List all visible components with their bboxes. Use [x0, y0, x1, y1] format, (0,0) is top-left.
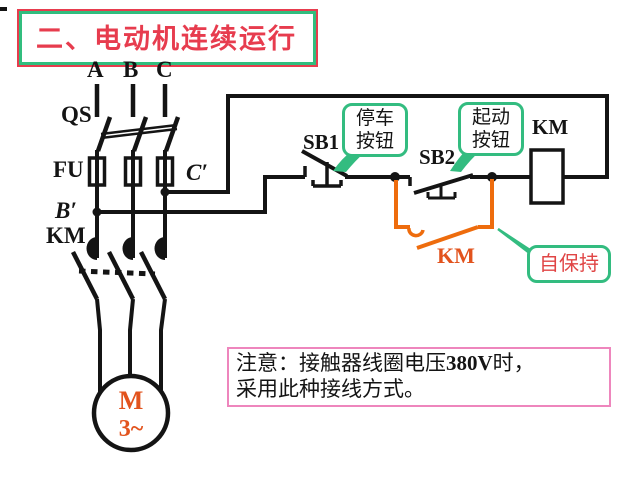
km-main-label: KM: [46, 223, 86, 248]
contact-pad-b: [122, 237, 133, 260]
note-line2: 采用此种接线方式。: [236, 377, 425, 401]
page-title: 二、电动机连续运行: [17, 9, 318, 67]
qs-blade-c: [163, 116, 181, 152]
sb2-actuator: [426, 184, 457, 200]
motor-m-label: M: [118, 386, 144, 415]
note-prefix: 注意：接触器线圈电压: [236, 351, 446, 375]
phase-lines-top: [94, 84, 168, 117]
stop-callout-line2: 按钮: [355, 131, 394, 152]
sb1-label: SB1: [303, 130, 340, 154]
km-selfhold-label: KM: [437, 243, 475, 268]
note-line1: 注意：接触器线圈电压380V时，: [236, 350, 602, 376]
b-prime-label: B′: [55, 198, 77, 223]
start-button-callout: 起动 按钮: [458, 102, 524, 156]
note-box: 注意：接触器线圈电压380V时， 采用此种接线方式。: [227, 347, 611, 407]
c-prime-label: C′: [186, 160, 208, 185]
start-callout-line1: 起动: [471, 107, 510, 128]
sb1-actuator: [311, 162, 343, 188]
junction-dot-c-prime: [160, 187, 170, 197]
junction-dot-right: [487, 172, 497, 182]
selfhold-callout: 自保持: [527, 245, 611, 283]
sb2-label: SB2: [419, 145, 456, 169]
selfhold-right-wire: [478, 179, 494, 229]
fuse-symbols: [87, 156, 175, 187]
km-main-contact-symbols: [70, 237, 168, 301]
note-suffix: 时，: [492, 351, 535, 375]
sb2-blade: [413, 173, 474, 195]
km-coil-label: KM: [532, 115, 569, 139]
qs-linkage-bar: [100, 123, 178, 140]
km-coil-symbol: [529, 148, 565, 205]
stop-button-callout: 停车 按钮: [342, 103, 408, 157]
contact-pad-c: [154, 237, 165, 260]
control-circuit: [92, 94, 609, 217]
note-voltage: 380V: [446, 351, 493, 375]
km-self-hold-branch: [394, 179, 494, 250]
power-circuit: [70, 84, 181, 453]
qs-label: QS: [61, 102, 92, 127]
motor-leads: [95, 298, 167, 393]
selfhold-left-wire: [394, 180, 410, 229]
sb2-no-contact: [408, 173, 531, 200]
km-blade-a: [70, 250, 100, 301]
start-callout-line2: 按钮: [471, 130, 510, 151]
fu-label: FU: [53, 157, 84, 182]
corner-mark: [0, 7, 7, 11]
selfhold-blade: [416, 225, 479, 250]
sb1-blade: [301, 149, 348, 178]
qs-switch-symbol: [95, 116, 181, 152]
fuse-a: [87, 156, 107, 187]
selfhold-hook: [407, 227, 425, 238]
phase-a-label: A: [87, 57, 104, 82]
phase-c-label: C: [156, 57, 173, 82]
junction-dot-b-prime: [92, 207, 102, 217]
fuse-b: [123, 156, 143, 187]
b-prime-wire: [97, 175, 305, 214]
km-blade-b: [106, 250, 136, 301]
stop-callout-line1: 停车: [355, 108, 394, 129]
km-linkage-dotted: [78, 268, 156, 277]
motor-3ph-label: 3~: [118, 416, 144, 442]
c-prime-rail: [165, 94, 609, 194]
contact-pad-a: [86, 237, 97, 260]
motor-circle: [91, 373, 171, 453]
junction-dot-left: [390, 172, 400, 182]
phase-b-label: B: [123, 57, 139, 82]
fuse-c: [155, 156, 175, 187]
